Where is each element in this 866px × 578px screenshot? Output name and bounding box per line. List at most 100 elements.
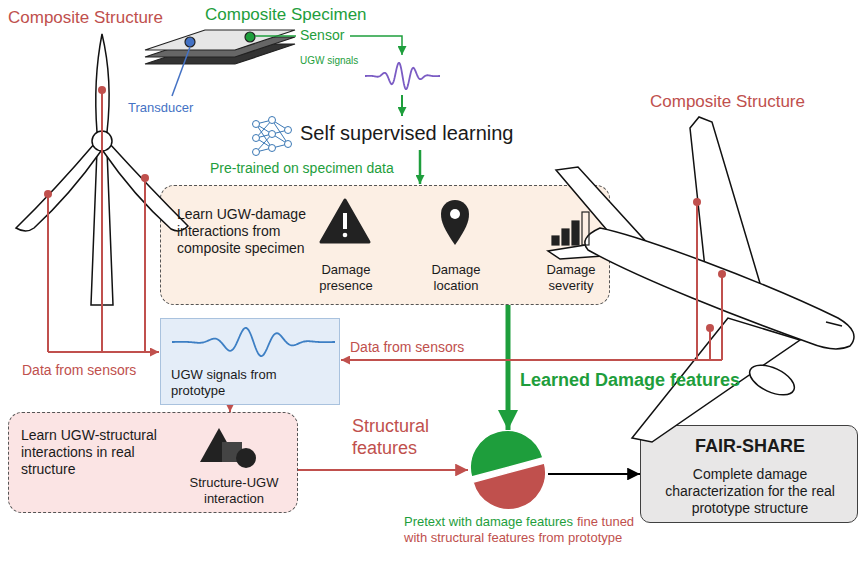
aircraft-wing [690, 117, 762, 290]
pie-circle [468, 430, 548, 510]
box-text: Damage presence [301, 262, 391, 293]
sensor-dot [706, 324, 714, 332]
wire-label: Data from sensors [350, 339, 464, 356]
aircraft-stabilizer [548, 242, 632, 259]
flow-arrow [229, 405, 231, 412]
pie-half [473, 463, 546, 510]
signal-box: UGW signals from prototype [160, 318, 340, 405]
part-label: Transducer [128, 100, 193, 116]
turbine-blade [96, 34, 109, 132]
warning-icon [321, 200, 369, 242]
flow-arrow [548, 473, 640, 475]
leader-line [350, 36, 402, 55]
flow-arrow [506, 305, 511, 430]
sensor-wire [144, 180, 146, 352]
network-unit [269, 117, 276, 124]
location-pin [441, 200, 469, 245]
specimen-layer [145, 44, 295, 64]
turbine-tower [91, 150, 113, 305]
warning-triangle [321, 200, 369, 242]
aircraft [548, 117, 854, 442]
edge-label: Structural features [352, 416, 464, 459]
pin-hole [450, 209, 460, 219]
sensor-wire [48, 351, 159, 353]
sensor-wire [709, 330, 711, 360]
aircraft-engine [745, 359, 799, 401]
structure-title: Composite Structure [650, 92, 805, 112]
network-unit [253, 121, 260, 128]
signal-label: UGW signals [300, 55, 358, 67]
sensor-dot [98, 86, 106, 94]
sensor-wire [696, 204, 698, 360]
structure-icon [200, 428, 256, 468]
network-unit [253, 135, 260, 142]
flow-arrow [298, 469, 468, 471]
wind-turbine [16, 34, 188, 305]
sensor-dot [141, 174, 149, 182]
sensor-wire [47, 196, 49, 352]
aircraft-tail-fin [556, 167, 650, 246]
specimen-title: Composite Specimen [205, 5, 367, 25]
turbine-blade [16, 143, 101, 231]
transducer-dot [185, 37, 195, 47]
edge-label: Learned Damage features [520, 370, 760, 392]
flow-arrow [401, 95, 403, 116]
box-text: Damage location [411, 262, 501, 293]
severity-bar [552, 236, 559, 245]
sensor-dot [44, 190, 52, 198]
caption-block: Pretext with damage featuresfine tuned w… [404, 514, 636, 547]
part-label: Sensor [300, 27, 344, 44]
box-text: Complete damage characterization for the… [651, 466, 849, 516]
sensor-dots [693, 198, 726, 332]
box-heading: FAIR-SHARE [649, 436, 851, 458]
aircraft-fuselage [585, 228, 854, 349]
turbine-blade [103, 143, 188, 231]
network-unit [269, 145, 276, 152]
severity-bars-icon [552, 212, 589, 245]
pie-svg [468, 430, 548, 510]
process-box: Learn UGW-structural interactions in rea… [8, 412, 298, 513]
method-label: Self supervised learning [300, 121, 513, 145]
network-unit [285, 127, 292, 134]
box-text: Structure-UGW interaction [174, 475, 294, 506]
flow-arrow [419, 150, 422, 184]
structure-title: Composite Structure [8, 8, 163, 28]
box-text: Damage severity [526, 262, 616, 293]
sensor-wire [341, 359, 722, 361]
turbine-hub [92, 131, 112, 151]
network-unit [269, 131, 276, 138]
neural-network-icon [253, 117, 292, 156]
box-heading: UGW signals from prototype [171, 367, 296, 398]
severity-bar [562, 229, 569, 245]
severity-bar [572, 221, 579, 245]
network-links [256, 120, 288, 152]
structure-circle [236, 448, 256, 468]
wire-label: Data from sensors [22, 362, 136, 379]
box-heading: Learn UGW-structural interactions in rea… [21, 427, 181, 477]
ugw-wave [365, 63, 440, 89]
specimen-layer [145, 37, 295, 57]
sensor-wire [101, 92, 103, 352]
step-label: Pre-trained on specimen data [210, 160, 394, 177]
network-unit [285, 141, 292, 148]
caption-text: Pretext with damage features [404, 514, 573, 529]
ugw-wave [172, 328, 335, 356]
combine-circle: Pretext with damage featuresfine tuned w… [400, 428, 640, 576]
process-box: Learn UGW-damage interactions from compo… [160, 185, 610, 305]
leader-line [255, 35, 296, 37]
sensor-wires-left [48, 92, 159, 352]
network-unit [253, 149, 260, 156]
warning-mark [343, 233, 348, 238]
sensor-wire [721, 276, 723, 360]
structure-square [222, 442, 242, 462]
result-box: FAIR-SHARE Complete damage characterizati… [640, 425, 858, 523]
sensor-dot [245, 32, 255, 42]
specimen-layer [145, 30, 295, 50]
aircraft-cockpit [826, 322, 842, 326]
sensor-dot [693, 198, 701, 206]
severity-bar [582, 212, 589, 245]
warning-mark [343, 213, 347, 229]
sensor-dot [718, 270, 726, 278]
box-heading: Learn UGW-damage interactions from compo… [177, 206, 327, 256]
